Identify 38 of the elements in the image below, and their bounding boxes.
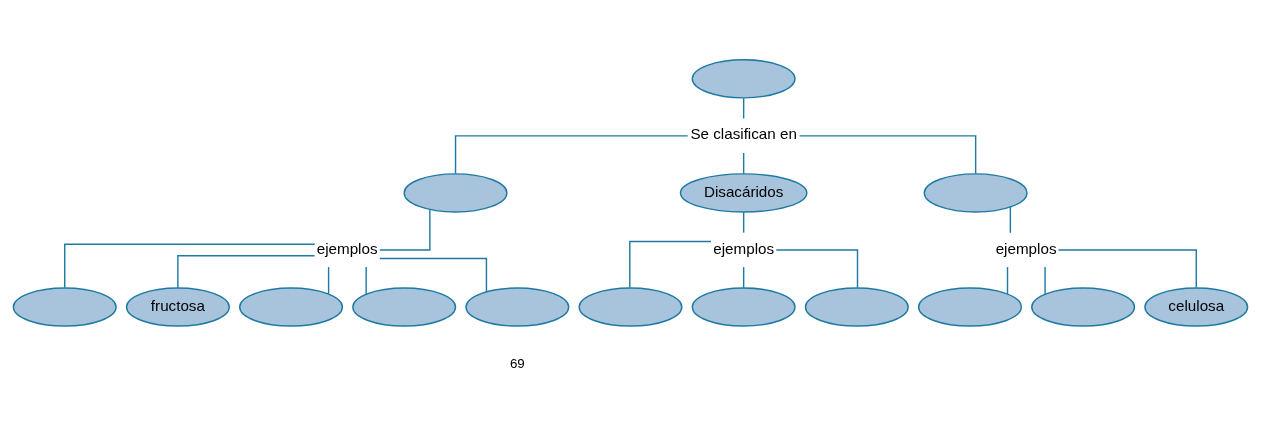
connector — [1006, 265, 1009, 294]
connector — [798, 134, 977, 174]
node-ellipse: Disacáridos — [679, 172, 808, 213]
node-ellipse: celulosa — [1144, 286, 1249, 327]
node-ellipse: fructosa — [125, 286, 230, 327]
connector — [379, 257, 488, 292]
node-text: ejemplos — [316, 239, 378, 257]
connector — [379, 208, 431, 251]
node-text: ejemplos — [713, 239, 775, 257]
node-ellipse — [917, 286, 1023, 327]
node-text: ejemplos — [995, 239, 1057, 257]
connector — [64, 243, 316, 289]
connector — [775, 248, 859, 288]
label: 69 — [509, 355, 525, 371]
node-ellipse — [238, 286, 344, 327]
connector — [742, 265, 745, 289]
node-ellipse — [403, 172, 508, 213]
connector — [742, 211, 745, 233]
connector — [365, 265, 367, 295]
node-ellipse — [691, 286, 796, 327]
node-text: Se clasifican en — [690, 124, 797, 142]
node-ellipse — [352, 286, 457, 327]
node-ellipse — [923, 172, 1028, 213]
connector — [1057, 248, 1197, 288]
node-ellipse — [465, 286, 570, 327]
connector — [1009, 205, 1012, 233]
connector — [742, 151, 745, 175]
node-ellipse — [1031, 286, 1136, 327]
node-ellipse — [691, 58, 796, 99]
node-ellipse — [804, 286, 909, 327]
node-ellipse — [12, 286, 117, 327]
connector — [629, 240, 712, 288]
connector — [177, 254, 316, 289]
connector — [742, 96, 745, 119]
connector — [1044, 265, 1046, 295]
connector — [454, 134, 689, 174]
node-ellipse — [578, 286, 683, 327]
connector — [327, 265, 330, 294]
